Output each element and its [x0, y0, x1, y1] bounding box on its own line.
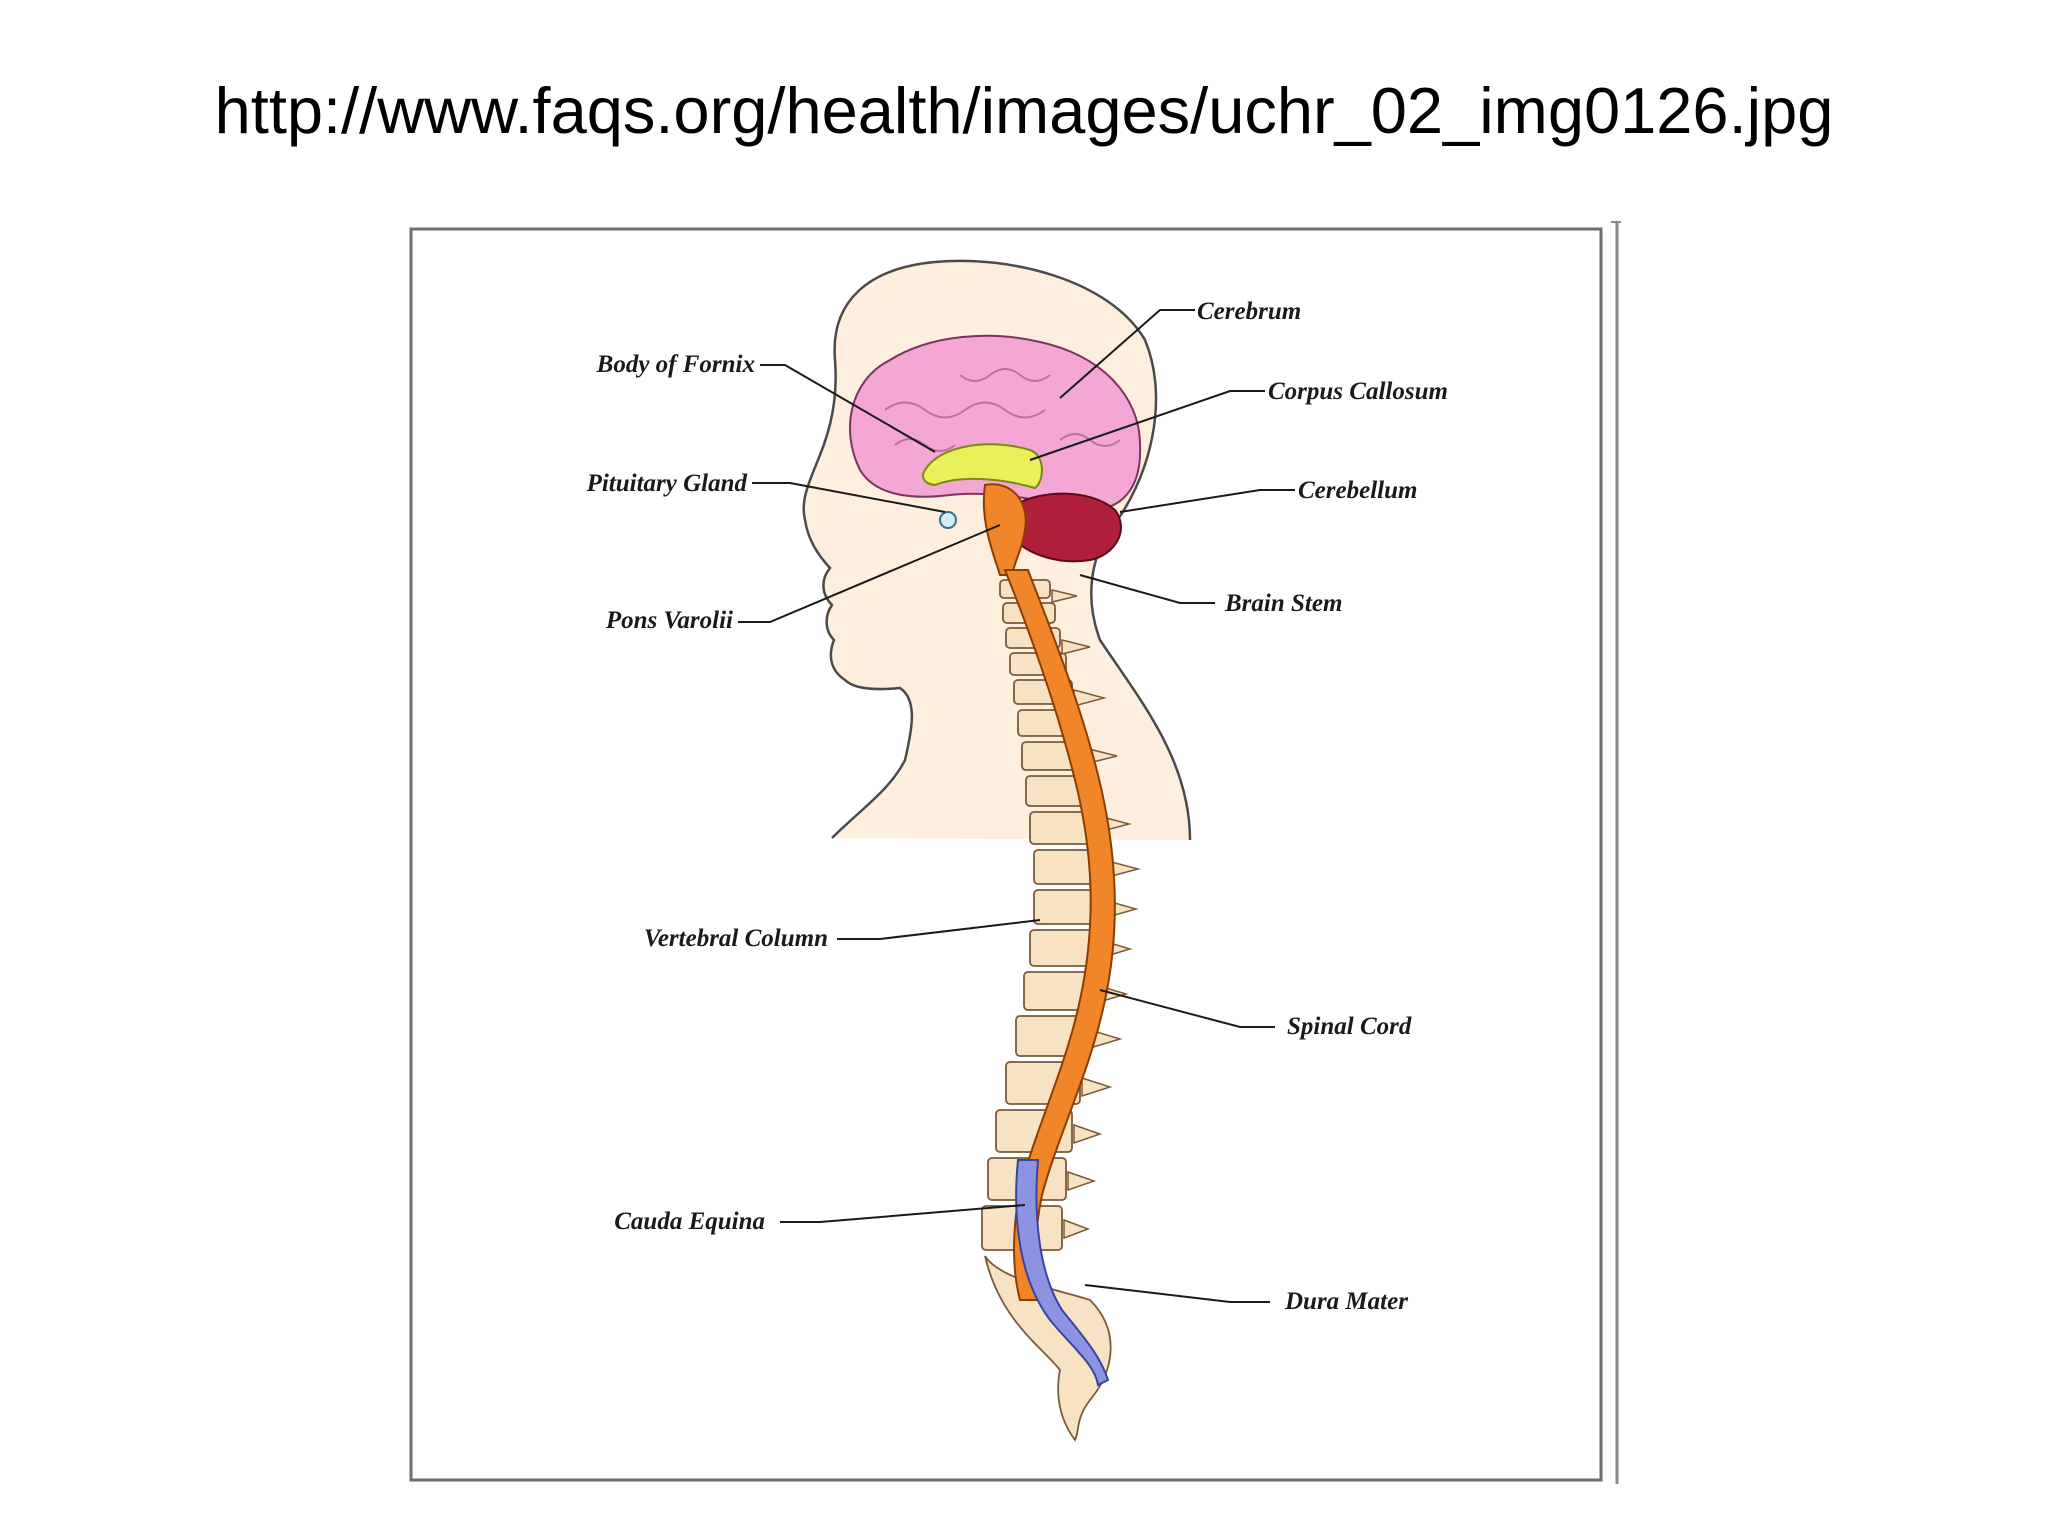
label-pituitary-gland: Pituitary Gland	[586, 470, 748, 497]
cerebrum	[849, 334, 1142, 512]
label-cerebellum: Cerebellum	[1298, 477, 1417, 504]
label-corpus-callosum: Corpus Callosum	[1268, 378, 1448, 405]
label-cerebrum: Cerebrum	[1197, 298, 1301, 325]
corpus-callosum	[922, 443, 1043, 490]
brain-stem	[982, 483, 1027, 576]
label-vertebral-column: Vertebral Column	[644, 925, 828, 952]
label-pons-varolii: Pons Varolii	[605, 607, 733, 634]
dura-mater	[1015, 1159, 1110, 1387]
cerebellum	[1014, 492, 1122, 563]
label-spinal-cord: Spinal Cord	[1287, 1013, 1412, 1040]
page-title: http://www.faqs.org/health/images/uchr_0…	[214, 74, 1834, 147]
leader-lines	[738, 309, 1295, 1303]
pituitary-gland	[939, 511, 957, 529]
label-brain-stem: Brain Stem	[1224, 590, 1342, 617]
label-body-of-fornix: Body of Fornix	[596, 351, 755, 378]
label-dura-mater: Dura Mater	[1284, 1288, 1408, 1315]
label-cauda-equina: Cauda Equina	[614, 1208, 765, 1235]
